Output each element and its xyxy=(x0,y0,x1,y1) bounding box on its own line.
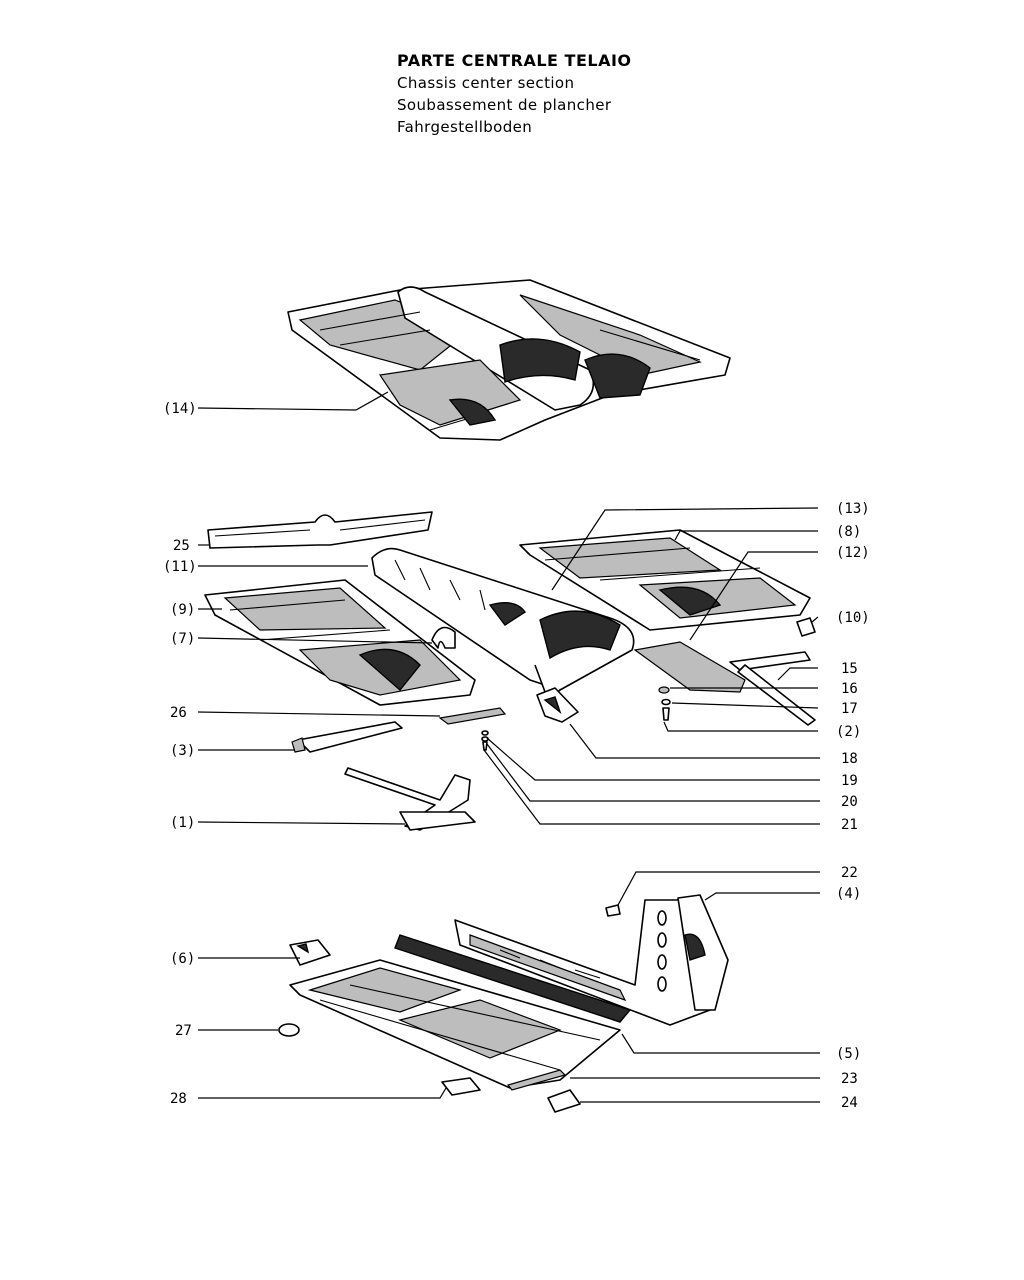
callout-10: (10) xyxy=(836,610,870,626)
fasteners-16-17-2 xyxy=(658,686,671,721)
part-18-mount-bracket xyxy=(536,687,579,723)
part-3-rail xyxy=(291,721,403,753)
callout-8: (8) xyxy=(836,524,861,540)
callout-20: 20 xyxy=(841,794,858,810)
title-italian: PARTE CENTRALE TELAIO xyxy=(397,51,632,70)
title-french: Soubassement de plancher xyxy=(397,96,612,114)
part-4-5-sill-and-pillar xyxy=(394,894,729,1026)
callout-24: 24 xyxy=(841,1095,858,1111)
callout-16: 16 xyxy=(841,681,858,697)
part-25-cross-member xyxy=(207,511,433,549)
callout-12: (12) xyxy=(836,545,870,561)
fasteners-19-20-21 xyxy=(481,730,489,751)
callout-18: 18 xyxy=(841,751,858,767)
part-26-plate xyxy=(438,707,507,725)
part-8-right-floor-panel xyxy=(519,529,811,631)
callout-4: (4) xyxy=(836,886,861,902)
callout-1: (1) xyxy=(170,815,195,831)
part-27-grommet xyxy=(278,1023,300,1037)
part-14-assembled-floor xyxy=(287,279,731,441)
part-15-rail xyxy=(729,651,816,726)
part-24-bracket xyxy=(547,1089,581,1113)
part-22-clip xyxy=(605,904,621,917)
part-10-clip xyxy=(796,617,816,637)
callout-11: (11) xyxy=(163,559,197,575)
part-23-strip xyxy=(506,1069,567,1091)
part-9-left-floor-panel xyxy=(204,579,476,706)
callout-17: 17 xyxy=(841,701,858,717)
leader-lines xyxy=(197,391,820,1103)
callout-15: 15 xyxy=(841,661,858,677)
callout-23: 23 xyxy=(841,1071,858,1087)
callout-28: 28 xyxy=(170,1091,187,1107)
part-11-central-tunnel xyxy=(371,547,635,701)
callout-2: (2) xyxy=(836,724,861,740)
callout-5: (5) xyxy=(836,1046,861,1062)
callout-22: 22 xyxy=(841,865,858,881)
part-6-bracket xyxy=(289,939,331,966)
callout-21: 21 xyxy=(841,817,858,833)
callout-9: (9) xyxy=(170,602,195,618)
part-1-long-member xyxy=(344,767,476,831)
part-7-bracket xyxy=(431,626,456,649)
callout-6: (6) xyxy=(170,951,195,967)
part-floor-panel-lower xyxy=(289,959,621,1089)
title-german: Fahrgestellboden xyxy=(397,118,533,136)
title-english: Chassis center section xyxy=(397,74,575,92)
callout-26: 26 xyxy=(170,705,187,721)
title-block: PARTE CENTRALE TELAIO Chassis center sec… xyxy=(397,50,632,138)
callout-25: 25 xyxy=(173,538,190,554)
part-12-plate xyxy=(633,641,746,693)
callout-19: 19 xyxy=(841,773,858,789)
callout-27: 27 xyxy=(175,1023,192,1039)
callout-14: (14) xyxy=(163,401,197,417)
callout-3: (3) xyxy=(170,743,195,759)
callout-7: (7) xyxy=(170,631,195,647)
callout-13: (13) xyxy=(836,501,870,517)
part-28-bracket xyxy=(441,1077,481,1096)
